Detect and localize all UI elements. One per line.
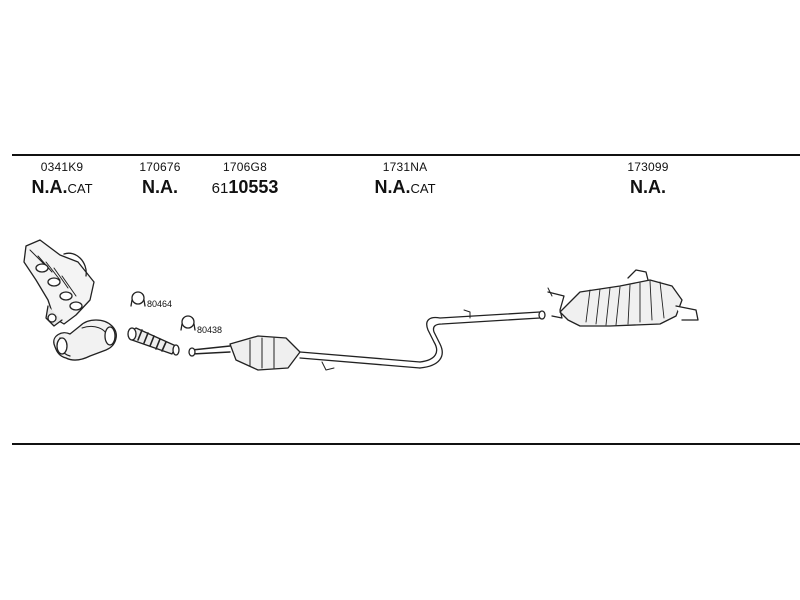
- part-number: 0341K9: [40, 160, 84, 174]
- part-status: N.A.: [31, 177, 68, 197]
- part-status-suffix: CAT: [67, 181, 93, 196]
- flex-pipe-icon: [127, 327, 180, 356]
- clamp-number: 80464: [147, 299, 172, 309]
- rear-muffler-icon: [547, 269, 699, 327]
- catalytic-converter-icon: [188, 309, 546, 371]
- part-status: N.A.: [374, 177, 411, 197]
- clamp-number: 80438: [197, 325, 222, 335]
- bottom-rule: [12, 443, 800, 445]
- part-label-manifold: 0341K9 N.A.CAT: [31, 160, 92, 198]
- part-label-front-pipe: 170676 N.A.: [139, 160, 180, 198]
- part-number: 1706G8: [223, 160, 267, 174]
- part-number: 1731NA: [382, 160, 428, 174]
- part-status-suffix: CAT: [410, 181, 436, 196]
- part-status-prefix: 61: [211, 180, 229, 197]
- clamp-ring-icon: [180, 315, 196, 331]
- clamp-ring-icon: [130, 291, 146, 307]
- part-status: 10553: [228, 177, 279, 197]
- part-label-catalytic-converter: 1731NA N.A.CAT: [374, 160, 435, 198]
- part-number: 170676: [139, 160, 181, 174]
- front-pipe-icon: [53, 319, 117, 361]
- part-label-flex-pipe: 1706G8 6110553: [212, 160, 279, 198]
- exhaust-manifold-icon: [23, 239, 95, 327]
- top-rule: [12, 154, 800, 156]
- part-label-rear-muffler: 173099 N.A.: [627, 160, 668, 198]
- part-status: N.A.: [142, 177, 178, 197]
- part-status: N.A.: [630, 177, 666, 197]
- part-number: 173099: [627, 160, 669, 174]
